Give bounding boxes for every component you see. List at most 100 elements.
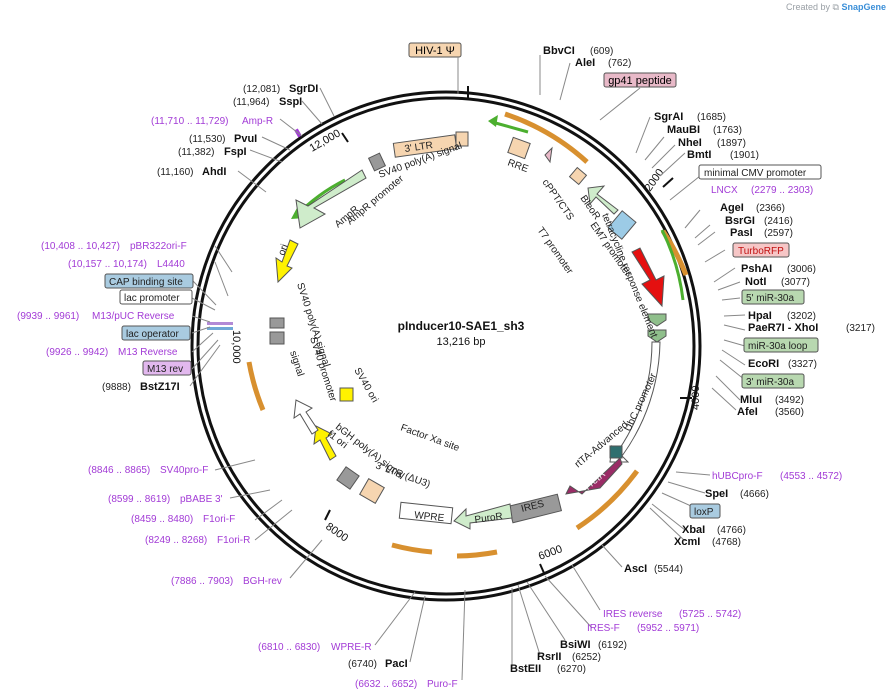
lac-marker-2 (207, 327, 233, 330)
primer-f1ori-r-pos: (8249 .. 8268) (145, 535, 207, 546)
primer-m13puc-reverse: M13/pUC Reverse (92, 311, 175, 322)
backbone-outer (190, 90, 702, 602)
primer-m13-reverse: M13 Reverse (118, 347, 178, 358)
cppt-box (568, 166, 588, 186)
label-loxp: loxP (694, 507, 714, 518)
primer-sv40pro-f-pos: (8846 .. 8865) (88, 465, 150, 476)
site-agei-pos: (2366) (756, 203, 785, 214)
site-sgrai: SgrAI (654, 111, 683, 123)
primer-bgh-rev-pos: (7886 .. 7903) (171, 576, 233, 587)
site-paci-pos: (6740) (348, 659, 377, 670)
feature-label-rre: RRE (506, 157, 530, 175)
site-xcmi: XcmI (674, 536, 700, 548)
site-nhei: NheI (678, 137, 702, 149)
site-bmti: BmtI (687, 149, 711, 161)
primer-lncx: LNCX (711, 185, 738, 196)
site-bbvci-pos: (609) (590, 46, 613, 57)
site-rsrii-pos: (6252) (572, 652, 601, 663)
label-mir30a-loop: miR-30a loop (748, 341, 808, 352)
feature-label-ltr3: 3' LTR (404, 140, 434, 155)
site-spei: SpeI (705, 488, 728, 500)
primer-bgh-rev: BGH-rev (243, 576, 282, 587)
label-cap-binding-site: CAP binding site (109, 277, 183, 288)
label-3-mir30a: 3' miR-30a (746, 377, 794, 388)
label-minimal-cmv: minimal CMV promoter (704, 168, 807, 179)
site-ecori: EcoRI (748, 358, 779, 370)
site-sgrai-pos: (1685) (697, 112, 726, 123)
site-noti: NotI (745, 276, 766, 288)
site-bsiwi-pos: (6192) (598, 640, 627, 651)
primer-m13-reverse-pos: (9926 .. 9942) (46, 347, 108, 358)
site-bsrgi-pos: (2416) (764, 216, 793, 227)
site-paer7i-xhoi: PaeR7I - XhoI (748, 322, 818, 334)
label-5-mir30a: 5' miR-30a (746, 293, 794, 304)
primer-ires-f: IRES-F (587, 623, 620, 634)
site-bstz17i-pos: (9888) (102, 382, 131, 393)
feature-label-sv40polyA-signal: signal (287, 350, 306, 378)
primer-amp-r: Amp-R (242, 116, 273, 127)
feature-label-wpre: WPRE (414, 510, 445, 524)
primer-hubcpro-f: hUBCpro-F (712, 471, 763, 482)
site-pvui: PvuI (234, 133, 257, 145)
tick-label-4000: 4000 (690, 386, 702, 410)
feature-label-puror: PuroR (474, 511, 504, 526)
primer-l4440: L4440 (157, 259, 185, 270)
wpre-box (398, 501, 454, 525)
site-bbvci: BbvCI (543, 45, 575, 57)
site-alei-pos: (762) (608, 58, 631, 69)
ampr-feature (295, 169, 367, 229)
site-sgrdi-pos: (12,081) (243, 84, 280, 95)
site-maubi: MauBI (667, 124, 700, 136)
tick-label-8000: 8000 (323, 521, 350, 545)
rre-box (507, 136, 531, 160)
primer-amp-r-pos: (11,710 .. 11,729) (151, 116, 228, 127)
site-xbai: XbaI (682, 524, 705, 536)
primer-ires-reverse-pos: (5725 .. 5742) (679, 609, 741, 620)
primer-pbr322ori-f: pBR322ori-F (130, 241, 187, 252)
bgh-box (336, 466, 360, 490)
site-pshai-pos: (3006) (787, 264, 816, 275)
site-bstz17i: BstZ17I (140, 381, 180, 393)
site-bsrgi: BsrGI (725, 215, 755, 227)
arrowhead-green-top (488, 115, 498, 127)
sv40-polya-left-box2 (269, 331, 285, 345)
gp41-feature (544, 146, 553, 164)
feature-label-factorxa: Factor Xa site (399, 422, 461, 454)
site-alei: AleI (575, 57, 595, 69)
site-xbai-pos: (4766) (717, 525, 746, 536)
site-afei: AfeI (737, 406, 758, 418)
site-sgrdi: SgrDI (289, 83, 318, 95)
label-hiv1-psi: HIV-1 Ψ (415, 45, 455, 57)
lac-marker-1 (207, 322, 233, 325)
primer-m13puc-reverse-pos: (9939 .. 9961) (17, 311, 79, 322)
site-agei: AgeI (720, 202, 744, 214)
site-fspi: FspI (224, 146, 247, 158)
site-xcmi-pos: (4768) (712, 537, 741, 548)
site-bsteii: BstEII (510, 663, 541, 675)
plasmid-name: pInducer10-SAE1_sh3 (398, 319, 525, 333)
site-asci-pos: (5544) (654, 564, 683, 575)
label-turborfp: TurboRFP (738, 246, 784, 257)
top-labels: HIV-1 Ψ gp41 peptide (408, 42, 677, 94)
rtta-feature (565, 457, 623, 495)
label-m13-rev: M13 rev (147, 364, 183, 375)
site-sspi-pos: (11,964) (233, 97, 270, 108)
primer-sv40pro-f: SV40pro-F (160, 465, 208, 476)
primer-wpre-r: WPRE-R (331, 642, 372, 653)
primer-wpre-r-pos: (6810 .. 6830) (258, 642, 320, 653)
site-paci: PacI (385, 658, 408, 670)
primer-ires-f-pos: (5952 .. 5971) (637, 623, 699, 634)
label-lac-operator: lac operator (126, 329, 179, 340)
site-mlui-pos: (3492) (775, 395, 804, 406)
label-lac-promoter: lac promoter (124, 293, 180, 304)
tick-label-10000: 10,000 (230, 330, 242, 364)
feature-label-ori: ori (276, 243, 290, 257)
ltr3-du3-box (359, 478, 385, 504)
primer-pbabe3: pBABE 3' (180, 494, 223, 505)
primer-puro-f-pos: (6632 .. 6652) (355, 679, 417, 690)
ori-feature (275, 239, 299, 284)
primer-l4440-pos: (10,157 .. 10,174) (68, 259, 147, 270)
primer-f1ori-f: F1ori-F (203, 514, 235, 525)
snapgene-credit: Created by ⧉ SnapGene (786, 2, 886, 13)
